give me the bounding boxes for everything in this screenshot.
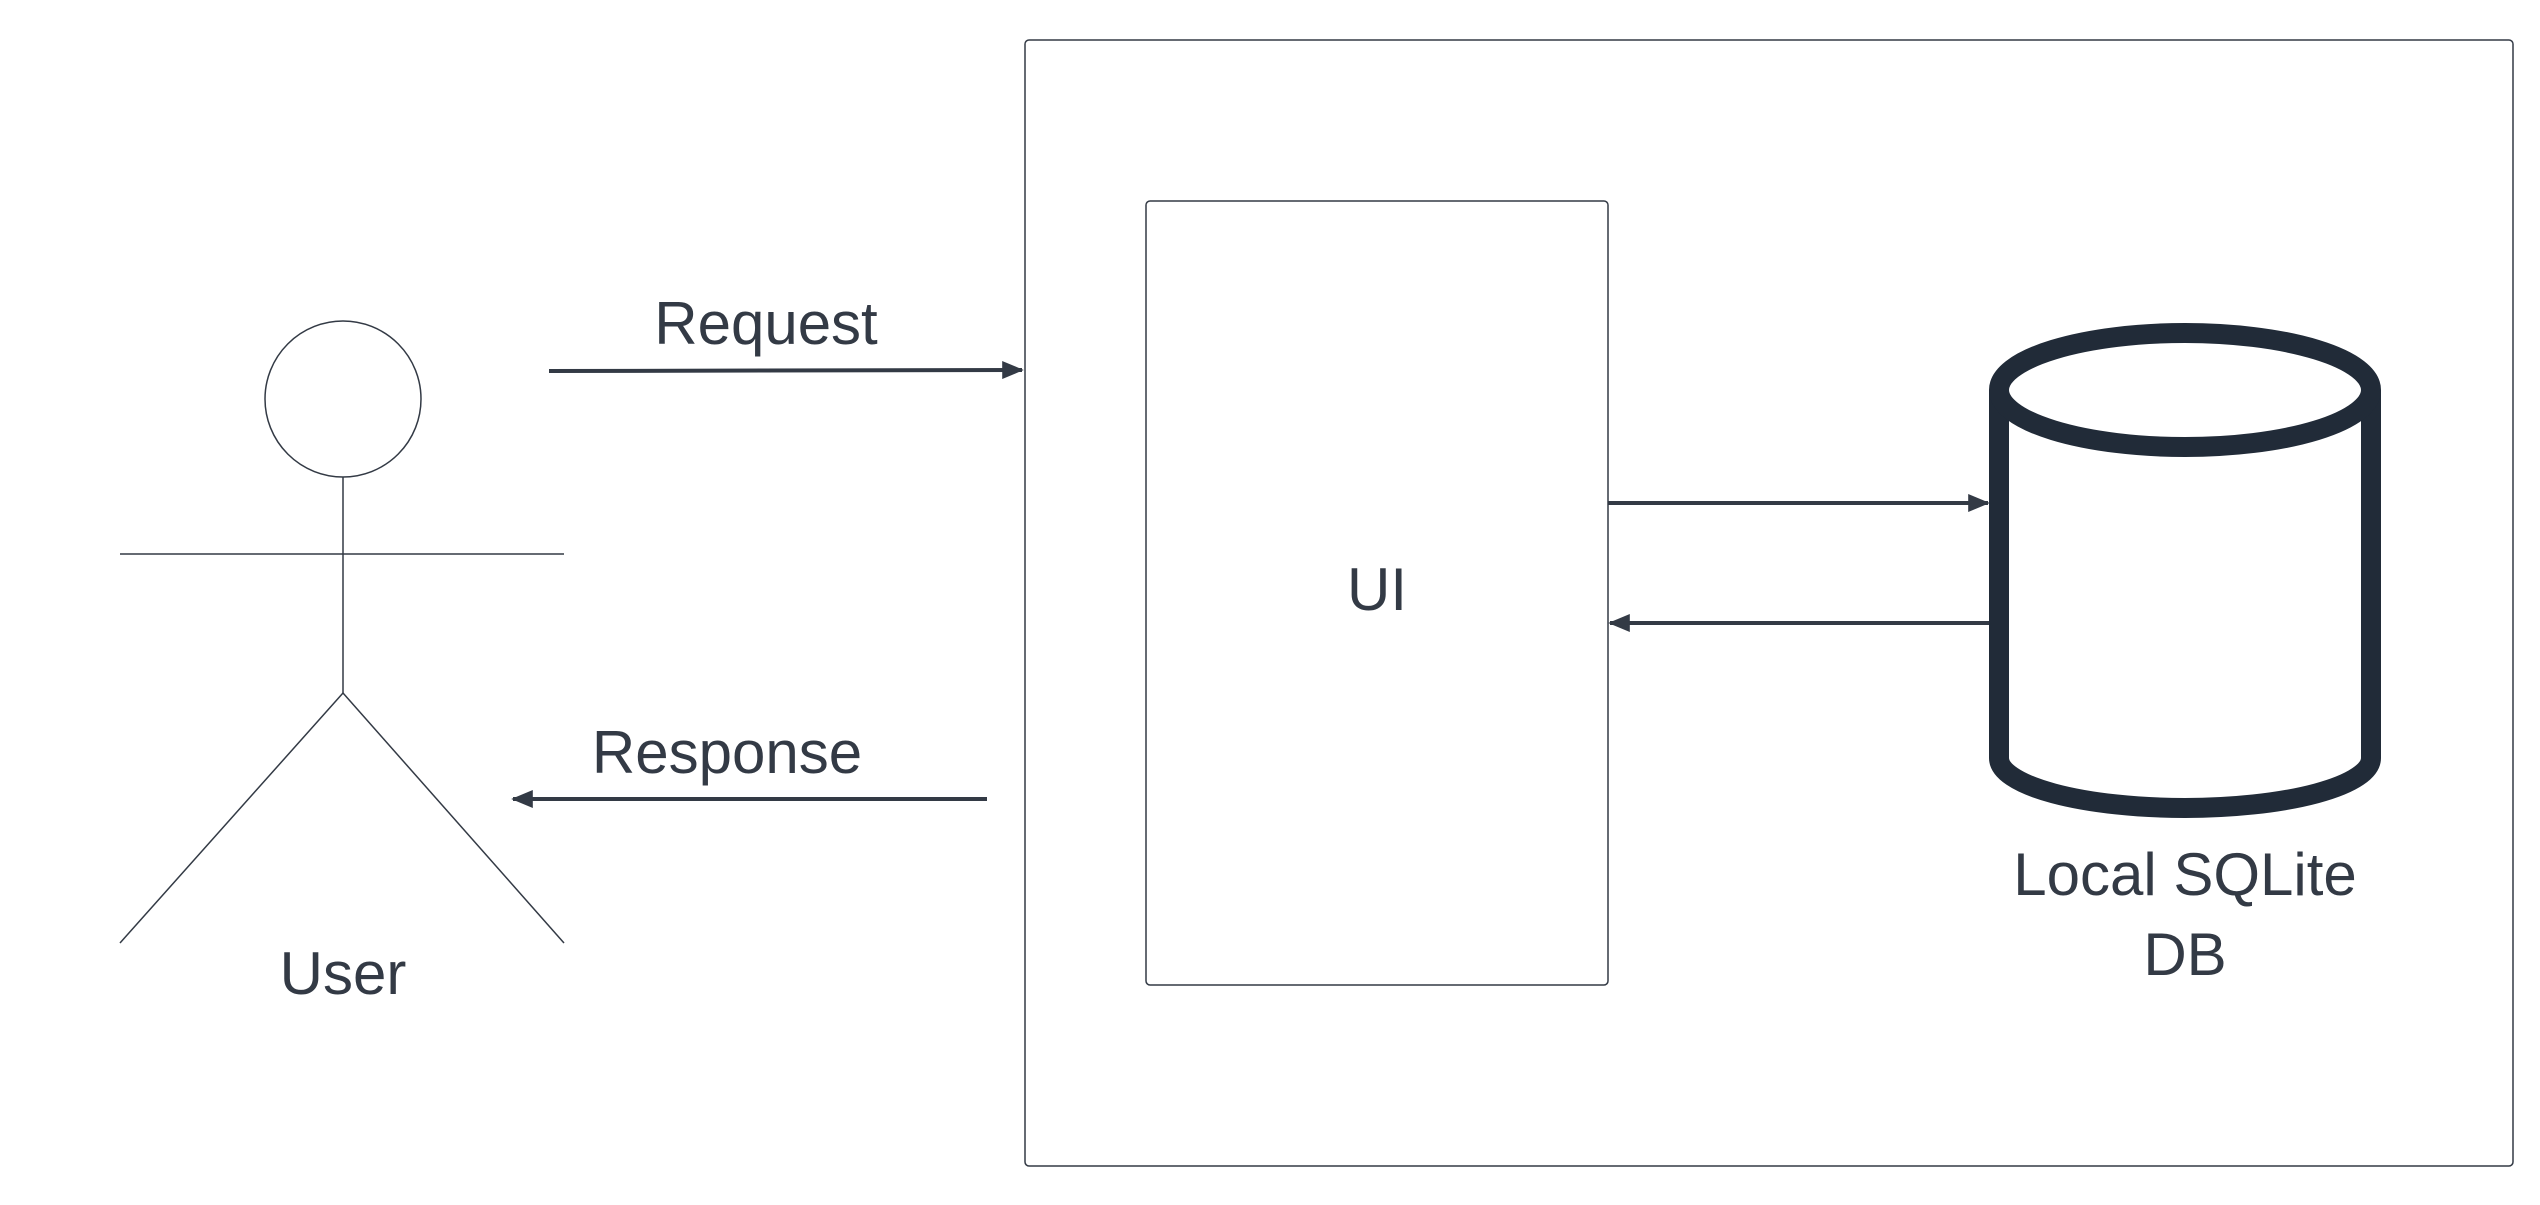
db-cylinder-top <box>1989 323 2381 457</box>
database-component[interactable]: Local SQLite DB <box>1989 323 2381 988</box>
actor-left-leg <box>119 692 344 944</box>
system-boundary[interactable] <box>1024 39 2514 1167</box>
response-label: Response <box>592 719 862 786</box>
actor-head <box>264 320 422 478</box>
db-cylinder-body <box>1989 390 2381 818</box>
ui-box <box>1145 200 1609 986</box>
user-actor[interactable]: User <box>119 320 565 1007</box>
request-arrow <box>548 361 1024 380</box>
actor-label: User <box>280 940 407 1007</box>
request-label: Request <box>654 290 878 357</box>
ui-label: UI <box>1347 556 1407 623</box>
db-label-line2: DB <box>2143 921 2226 988</box>
ui-component[interactable]: UI <box>1145 200 1609 986</box>
db-label-line1: Local SQLite <box>2013 841 2357 908</box>
request-connector[interactable]: Request <box>548 290 1024 380</box>
actor-right-leg <box>342 692 565 944</box>
response-connector[interactable]: Response <box>511 719 987 808</box>
